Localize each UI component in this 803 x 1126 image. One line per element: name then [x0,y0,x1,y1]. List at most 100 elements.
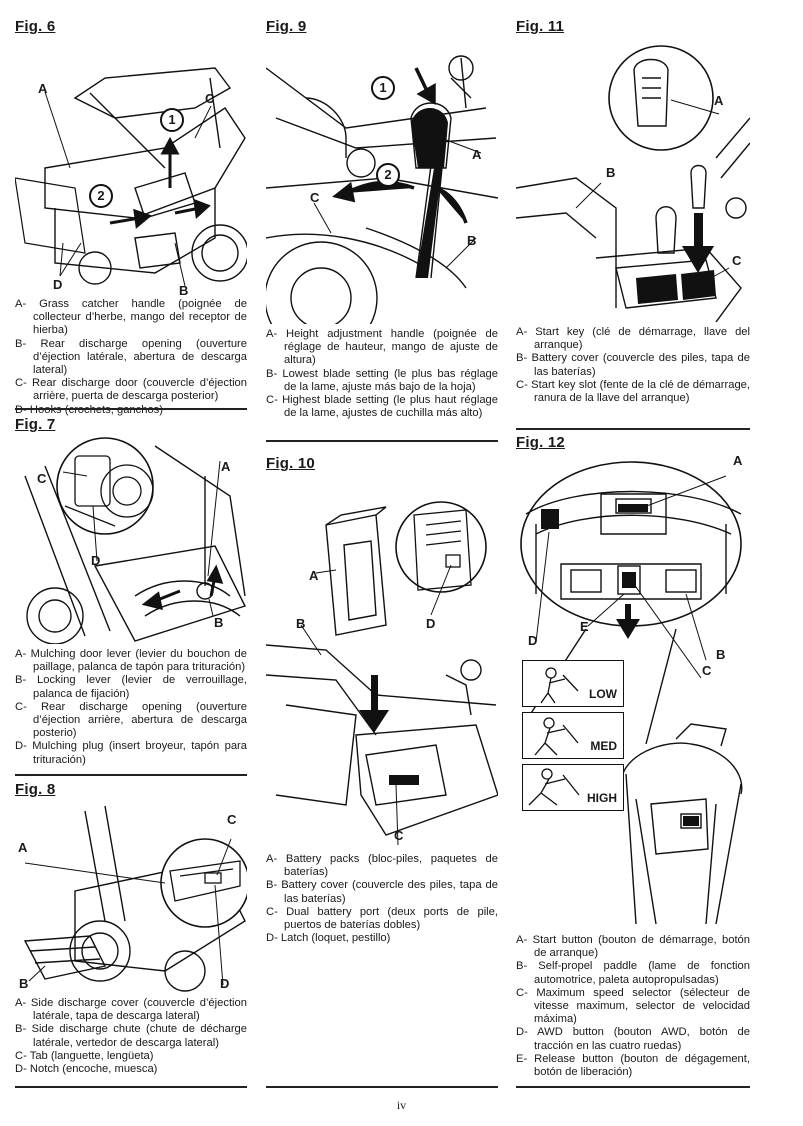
callout-c: C [702,663,712,678]
legend-item: A- Mulching door lever (levier du boucho… [15,648,247,674]
figure-title: Fig. 12 [516,434,565,451]
legend-item: B- Battery cover (couvercle des piles, t… [266,879,498,905]
section-divider [266,1086,498,1088]
figure-11-illustration: A B C [516,38,750,322]
callout-c: C [394,828,404,843]
mower-side-discharge-drawing [23,805,247,992]
section-divider [15,408,247,410]
legend-item: C- Start key slot (fente de la clé de dé… [516,378,750,405]
callout-c: C [227,812,237,827]
figure-7: Fig. 7 [15,416,247,767]
figure-10-legend: A- Battery packs (bloc-piles, paquetes d… [266,853,498,945]
section-divider [516,428,750,430]
speed-high-panel: HIGH [522,764,624,811]
figure-9-illustration: 1 2 A C B [266,38,498,324]
legend-item: B- Lowest blade setting (le plus bas rég… [266,367,498,393]
callout-b: B [214,615,224,630]
speed-low-panel: LOW [522,660,624,707]
callout-d: D [528,633,538,648]
callout-a: A [472,147,482,162]
callout-d: D [220,976,230,991]
callout-b: B [19,976,29,991]
callout-a: A [309,568,319,583]
figure-10: Fig. 10 [266,455,498,945]
legend-item: B- Rear discharge opening (ouverture d’é… [15,337,247,377]
figure-6-legend: A- Grass catcher handle (poignée de coll… [15,298,247,417]
low-speed-figure-icon [540,667,579,704]
callout-b: B [296,616,306,631]
legend-item: A- Height adjustment handle (poignée de … [266,328,498,367]
callout-e: E [580,619,589,634]
figure-12-legend: A- Start button (bouton de démarrage, bo… [516,934,750,1079]
callout-b: B [467,233,477,248]
figure-title: Fig. 8 [15,781,56,798]
figure-12: Fig. 12 [516,434,750,1079]
figure-11-legend: A- Start key (clé de démarrage, llave de… [516,326,750,405]
callout-d: D [53,277,63,292]
section-divider [266,440,498,442]
step-1-badge: 1 [160,108,184,132]
start-key-drawing [516,45,750,322]
column-left: Fig. 6 [15,18,247,1088]
high-speed-figure-icon [528,768,580,806]
speed-med-label: MED [590,739,617,753]
figure-11: Fig. 11 [516,18,750,405]
callout-c: C [37,471,47,486]
height-adjustment-drawing [266,55,498,324]
callout-a: A [38,81,48,96]
handle-controls-drawing [520,461,743,925]
figure-6-illustration: A C D B 1 2 [15,38,247,298]
legend-item: B- Self-propel paddle (lame de fonction … [516,960,750,986]
legend-item: B- Side discharge chute (chute de déchar… [15,1023,247,1049]
callout-b: B [716,647,726,662]
figure-7-legend: A- Mulching door lever (levier du boucho… [15,648,247,767]
legend-item: C- Rear discharge opening (ouverture d’é… [15,700,247,740]
figure-title: Fig. 11 [516,18,565,35]
figure-8: Fig. 8 [15,781,247,1076]
figure-8-illustration: C A B D [15,801,247,993]
callout-b: B [606,165,616,180]
callout-c: C [310,190,320,205]
figure-8-legend: A- Side discharge cover (couvercle d’éje… [15,997,247,1076]
legend-item: C- Highest blade setting (le plus haut r… [266,394,498,420]
callout-d: D [91,553,101,568]
figure-12-illustration: A E D B C LOW MED HIGH [516,454,750,930]
figure-10-illustration: A B D C [266,475,498,849]
callout-b: B [179,283,189,298]
legend-item: C- Maximum speed selector (sélecteur de … [516,986,750,1026]
page-number: iv [396,1098,407,1112]
callout-a: A [221,459,231,474]
column-right: Fig. 11 [516,18,750,1088]
legend-item: B- Locking lever (levier de verrouillage… [15,674,247,700]
callout-a: A [18,840,28,855]
figure-title: Fig. 9 [266,18,307,35]
legend-item: D- Hooks (crochets, ganchos) [15,404,247,417]
callout-c: C [205,91,215,106]
figure-title: Fig. 6 [15,18,56,35]
legend-item: A- Battery packs (bloc-piles, paquetes d… [266,853,498,879]
callout-a: A [733,453,743,468]
section-divider [15,774,247,776]
callout-d: D [426,616,436,631]
figure-9: Fig. 9 [266,18,498,420]
callout-c: C [732,253,742,268]
legend-item: D- Mulching plug (insert broyeur, tapón … [15,740,247,766]
legend-item: C- Rear discharge door (couvercle d’éjec… [15,377,247,403]
mower-mulching-drawing [24,437,246,644]
figure-title: Fig. 10 [266,455,315,472]
section-divider [516,1086,750,1088]
legend-item: C- Dual battery port (deux ports de pile… [266,905,498,932]
section-divider [15,1086,247,1088]
figure-title: Fig. 7 [15,416,56,433]
legend-item: A- Side discharge cover (couvercle d’éje… [15,997,247,1023]
battery-install-drawing [266,501,498,846]
figure-7-illustration: A C D B [15,436,247,644]
callout-a: A [714,93,724,108]
legend-item: C- Tab (languette, lengüeta) [15,1049,154,1062]
legend-item: A- Start button (bouton de démarrage, bo… [516,934,750,960]
med-speed-figure-icon [534,717,579,756]
speed-low-label: LOW [589,687,617,701]
speed-high-label: HIGH [587,791,617,805]
figure-6: Fig. 6 [15,18,247,417]
legend-item: D- Latch (loquet, pestillo) [266,932,391,945]
